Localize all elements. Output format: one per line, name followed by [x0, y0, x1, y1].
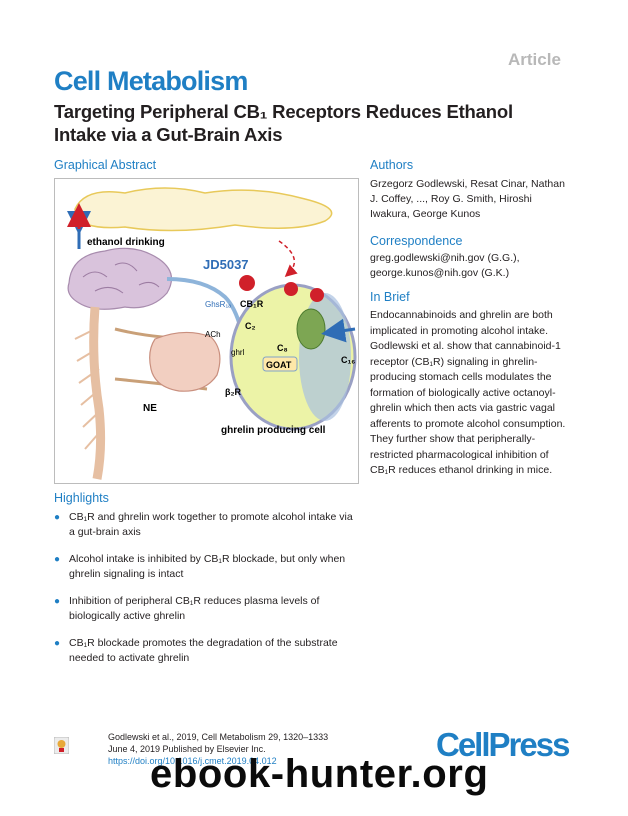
- ghsr-label: GhsR₁ₐ: [205, 300, 232, 309]
- goat-box: [262, 356, 298, 372]
- watermark-text: ebook-hunter.org: [150, 752, 489, 796]
- highlights-list: ●CB₁R and ghrelin work together to promo…: [54, 510, 359, 678]
- citation-line-1: Godlewski et al., 2019, Cell Metabolism …: [108, 732, 329, 742]
- highlights-heading: Highlights: [54, 491, 109, 505]
- article-type-tag: Article: [508, 50, 561, 69]
- doi-link[interactable]: https://doi.org/10.1016/j.cmet.2019.04.0…: [108, 756, 277, 766]
- ae-circle: [239, 275, 255, 291]
- ethanol-label: ethanol drinking: [87, 237, 165, 248]
- citation-block: Godlewski et al., 2019, Cell Metabolism …: [108, 731, 368, 767]
- b2r-label: β₂R: [225, 387, 241, 397]
- highlight-item: ●CB₁R and ghrelin work together to promo…: [54, 511, 353, 538]
- bullet-icon: ●: [54, 512, 61, 523]
- c2-label: C₂: [245, 321, 256, 331]
- highlight-item: ●CB₁R blockade promotes the degradation …: [54, 637, 338, 664]
- graphical-abstract-heading: Graphical Abstract: [54, 158, 157, 172]
- graphical-abstract-illustration: ethanol drinking NE JD5037 CB₁R C₂ C₈ C₁…: [67, 187, 357, 480]
- citation-line-2: June 4, 2019 Published by Elsevier Inc.: [108, 744, 266, 754]
- bullet-icon: ●: [54, 554, 61, 565]
- in-brief-heading: In Brief: [370, 290, 410, 304]
- ne-label: NE: [143, 403, 157, 414]
- correspondence-email-2[interactable]: george.kunos@nih.gov (G.K.): [370, 267, 510, 279]
- journal-name: Cell Metabolism: [54, 66, 248, 96]
- c16-label: C₁₆: [341, 355, 355, 365]
- spinal-cord: [89, 306, 106, 480]
- ghrl-label: ghrl: [231, 348, 245, 357]
- ach-label: ACh: [205, 330, 221, 339]
- correspondence-email-1[interactable]: greg.godlewski@nih.gov (G.G.),: [370, 252, 520, 264]
- bullet-icon: ●: [54, 596, 61, 607]
- cellpress-logo: CellPress: [436, 726, 570, 763]
- stomach-shape: [149, 331, 221, 392]
- goat-label: GOAT: [266, 360, 292, 370]
- in-brief-text: Endocannabinoids and ghrelin are both im…: [370, 309, 566, 476]
- jd5037-label: JD5037: [203, 257, 249, 272]
- cb1r-label: CB₁R: [240, 299, 264, 309]
- highlight-item: ●Alcohol intake is inhibited by CB₁R blo…: [54, 553, 346, 580]
- vagal-pathway: [166, 277, 243, 330]
- authors-heading: Authors: [370, 158, 414, 172]
- mitochondrion: [296, 308, 326, 350]
- brain-shape: [67, 247, 173, 310]
- author-list: Grzegorz Godlewski, Resat Cinar, Nathan …: [370, 178, 565, 220]
- graphical-abstract-figure: ethanol drinking NE JD5037 CB₁R C₂ C₈ C₁…: [54, 178, 359, 484]
- ethanol-cloud: [74, 187, 333, 232]
- article-title: Targeting Peripheral CB₁ Receptors Reduc…: [54, 101, 513, 145]
- highlight-item: ●Inhibition of peripheral CB₁R reduces p…: [54, 595, 320, 622]
- correspondence-emails: greg.godlewski@nih.gov (G.G.), george.ku…: [370, 251, 570, 281]
- c8-label: C₈: [277, 343, 288, 353]
- cell-label: ghrelin producing cell: [221, 425, 326, 436]
- bullet-icon: ●: [54, 638, 61, 649]
- crossmark-icon[interactable]: [54, 737, 69, 754]
- correspondence-heading: Correspondence: [370, 234, 463, 248]
